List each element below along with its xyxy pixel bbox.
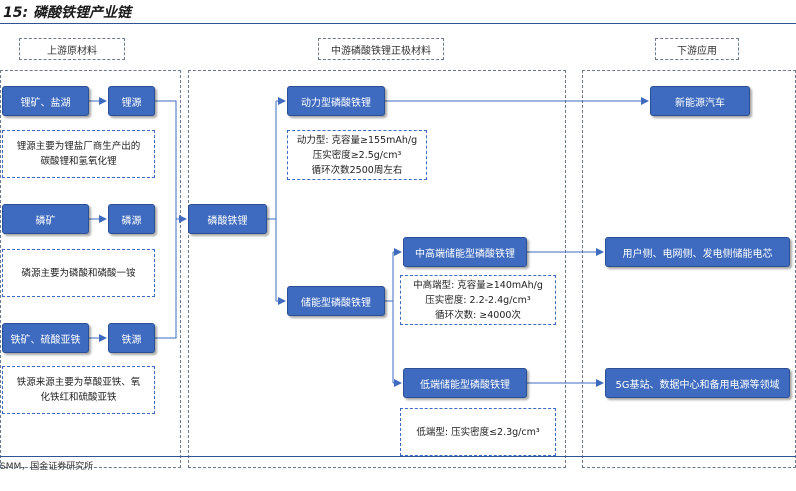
power-type-box: 动力型磷酸铁锂 — [287, 86, 385, 116]
iron-ore-box: 铁矿、硫酸亚铁 — [2, 323, 89, 353]
lithium-ore-box: 锂矿、盐湖 — [2, 86, 89, 116]
grid-storage-box: 用户侧、电网侧、发电侧储能电芯 — [605, 237, 790, 267]
midstream-header: 中游磷酸铁锂正极材料 — [318, 38, 444, 60]
ev-box: 新能源汽车 — [650, 86, 750, 116]
downstream-header: 下游应用 — [655, 38, 739, 60]
phosphorus-source-box: 磷源 — [108, 204, 155, 234]
phosphate-ore-box: 磷矿 — [2, 204, 89, 234]
power-note: 动力型: 克容量≥155mAh/g 压实密度≥2.5g/cm³ 循环次数2500… — [287, 130, 427, 180]
iron-source-box: 铁源 — [108, 323, 155, 353]
datacenter-box: 5G基站、数据中心和备用电源等领域 — [605, 368, 790, 398]
title-rule — [0, 23, 796, 24]
storage-type-box: 储能型磷酸铁锂 — [287, 286, 385, 316]
title-bar: 15: 磷酸铁锂产业链 — [0, 0, 796, 22]
upstream-section — [0, 70, 181, 468]
source-note: SMM，国金证券研究所 — [0, 462, 94, 472]
low-end-storage-box: 低端储能型磷酸铁锂 — [403, 368, 527, 398]
mid-high-storage-box: 中高端储能型磷酸铁锂 — [403, 237, 527, 267]
midstream-section — [188, 70, 566, 468]
footer-rule — [0, 456, 796, 457]
mid-high-note: 中高端型: 克容量≥140mAh/g 压实密度: 2.2-2.4g/cm³ 循环… — [400, 275, 556, 325]
lithium-note: 锂源主要为锂盐厂商生产出的 碳酸锂和氢氧化锂 — [2, 130, 155, 178]
lithium-source-box: 锂源 — [108, 86, 155, 116]
figure-title: 15: 磷酸铁锂产业链 — [3, 5, 131, 21]
iron-note: 铁源来源主要为草酸亚铁、氧 化铁红和硫酸亚铁 — [2, 366, 155, 414]
phosphorus-note: 磷源主要为磷酸和磷酸一铵 — [2, 249, 155, 297]
lfp-box: 磷酸铁锂 — [188, 204, 267, 234]
bracket-sources — [155, 100, 177, 339]
low-end-note: 低端型: 压实密度≤2.3g/cm³ — [400, 408, 556, 456]
upstream-header: 上游原材料 — [19, 38, 125, 60]
